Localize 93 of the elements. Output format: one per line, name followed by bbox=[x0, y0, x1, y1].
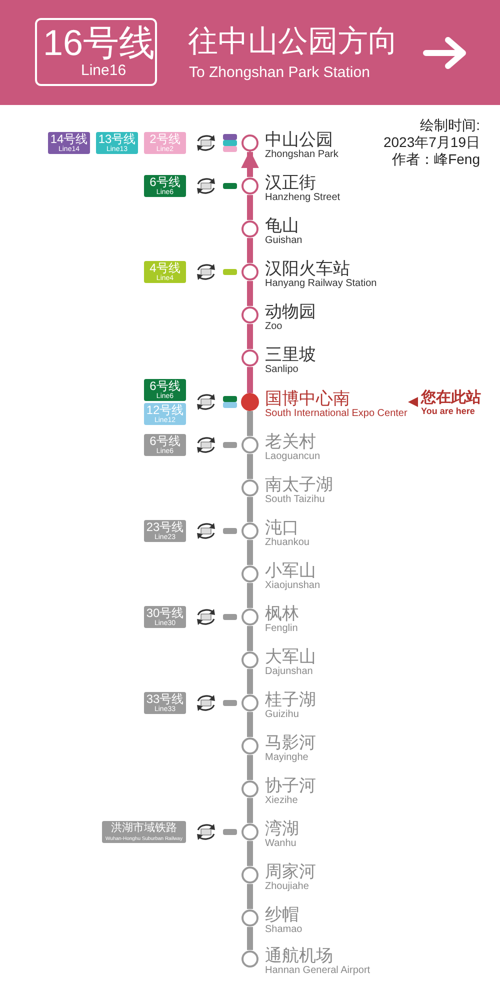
line-badge bbox=[144, 520, 186, 542]
track-line bbox=[247, 540, 253, 565]
station-name: 协子河 bbox=[265, 776, 316, 795]
station-name: 国博中心南 bbox=[265, 389, 350, 408]
line-badge bbox=[144, 132, 186, 154]
station-name-english: Mayinghe bbox=[265, 752, 308, 763]
line-badge bbox=[48, 132, 90, 154]
line-number: 4号线 bbox=[148, 262, 182, 275]
station-name-english: South Taizihu bbox=[265, 494, 325, 505]
station-name: 老关村 bbox=[265, 432, 316, 451]
station-name: 桂子湖 bbox=[265, 690, 316, 709]
station-name-english: Shamao bbox=[265, 924, 302, 935]
station-name: 通航机场 bbox=[265, 946, 333, 965]
station-name: 沌口 bbox=[265, 518, 299, 537]
line-number: 23号线 bbox=[145, 521, 185, 534]
station-name: 汉阳火车站 bbox=[265, 259, 350, 278]
line-badge bbox=[102, 821, 186, 843]
date-text: 2023年7月19日 bbox=[383, 134, 480, 151]
station-name-english: Hanzheng Street bbox=[265, 192, 340, 203]
line-badge bbox=[144, 606, 186, 628]
station-name: 汉正街 bbox=[265, 173, 316, 192]
track-line bbox=[247, 798, 253, 823]
station-name: 小军山 bbox=[265, 561, 316, 580]
track-line bbox=[247, 884, 253, 909]
station-name: 中山公园 bbox=[265, 130, 333, 149]
direction-subtitle: To Zhongshan Park Station bbox=[189, 64, 370, 82]
station-name: 纱帽 bbox=[265, 905, 299, 924]
station-name-english: Fenglin bbox=[265, 623, 298, 634]
line-number: 6号线 bbox=[148, 435, 182, 448]
station-name: 大军山 bbox=[265, 647, 316, 666]
station-name: 南太子湖 bbox=[265, 475, 333, 494]
station-name-english: Zhongshan Park bbox=[265, 149, 338, 160]
line-number: 30号线 bbox=[145, 607, 185, 620]
line-badge bbox=[144, 434, 186, 456]
station-name-english: Hanyang Railway Station bbox=[265, 278, 377, 289]
you-are-here-english: You are here bbox=[421, 406, 475, 416]
line-number: 33号线 bbox=[145, 693, 185, 706]
line-badge bbox=[144, 692, 186, 714]
date-label: 绘制时间: bbox=[420, 117, 480, 134]
direction-title: 往中山公园方向 bbox=[188, 24, 398, 60]
line-badge bbox=[144, 261, 186, 283]
line-number: 16号线 bbox=[43, 22, 156, 64]
station-name-english: Hannan General Airport bbox=[265, 965, 370, 976]
line-number: 12号线 bbox=[145, 404, 185, 417]
station-name: 周家河 bbox=[265, 862, 316, 881]
line-number: 2号线 bbox=[148, 133, 182, 146]
station-name: 湾湖 bbox=[265, 819, 299, 838]
track-line bbox=[247, 324, 253, 349]
station-name-english: Zhuankou bbox=[265, 537, 310, 548]
line-badge bbox=[35, 18, 157, 86]
line-badge bbox=[144, 379, 186, 401]
line-badge bbox=[144, 403, 186, 425]
track-line bbox=[247, 281, 253, 306]
station-name-english: Xiezihe bbox=[265, 795, 298, 806]
station-name: 动物园 bbox=[265, 302, 316, 321]
station-name-english: Xiaojunshan bbox=[265, 580, 320, 591]
track-line bbox=[247, 583, 253, 608]
station-name: 枫林 bbox=[265, 604, 299, 623]
track-line bbox=[247, 927, 253, 950]
station-name-english: Guishan bbox=[265, 235, 302, 246]
line-number: 13号线 bbox=[97, 133, 137, 146]
track-arrow bbox=[241, 150, 259, 177]
station-name-english: Laoguancun bbox=[265, 451, 320, 462]
station-name-english: Zoo bbox=[265, 321, 282, 332]
station-name: 龟山 bbox=[265, 216, 299, 235]
station-name: 马影河 bbox=[265, 733, 316, 752]
station-name-english: Guizihu bbox=[265, 709, 299, 720]
line-number: 14号线 bbox=[49, 133, 89, 146]
line-number: 洪湖市域铁路 bbox=[110, 822, 178, 835]
station-name: 三里坡 bbox=[265, 345, 316, 364]
station-name-english: Sanlipo bbox=[265, 364, 298, 375]
track-line bbox=[247, 755, 253, 780]
track-line bbox=[247, 454, 253, 479]
line-number: 6号线 bbox=[148, 176, 182, 189]
line-badge bbox=[144, 175, 186, 197]
track-line bbox=[247, 367, 253, 393]
track-line bbox=[247, 841, 253, 866]
station-name-english: Zhoujiahe bbox=[265, 881, 309, 892]
track-line bbox=[247, 411, 253, 436]
station-name-english: Wanhu bbox=[265, 838, 296, 849]
line-badge bbox=[96, 132, 138, 154]
track-line bbox=[247, 238, 253, 263]
track-line bbox=[247, 669, 253, 694]
line-name: Line16 bbox=[81, 62, 126, 79]
station-name-english: Dajunshan bbox=[265, 666, 313, 677]
author-text: 作者：峰Feng bbox=[392, 151, 480, 168]
station-name-english: South International Expo Center bbox=[265, 408, 408, 419]
track-line bbox=[247, 195, 253, 220]
track-line bbox=[247, 497, 253, 522]
track-line bbox=[247, 712, 253, 737]
you-are-here-label: 您在此站 bbox=[421, 389, 481, 406]
line-number: 6号线 bbox=[148, 380, 182, 393]
track-line bbox=[247, 626, 253, 651]
